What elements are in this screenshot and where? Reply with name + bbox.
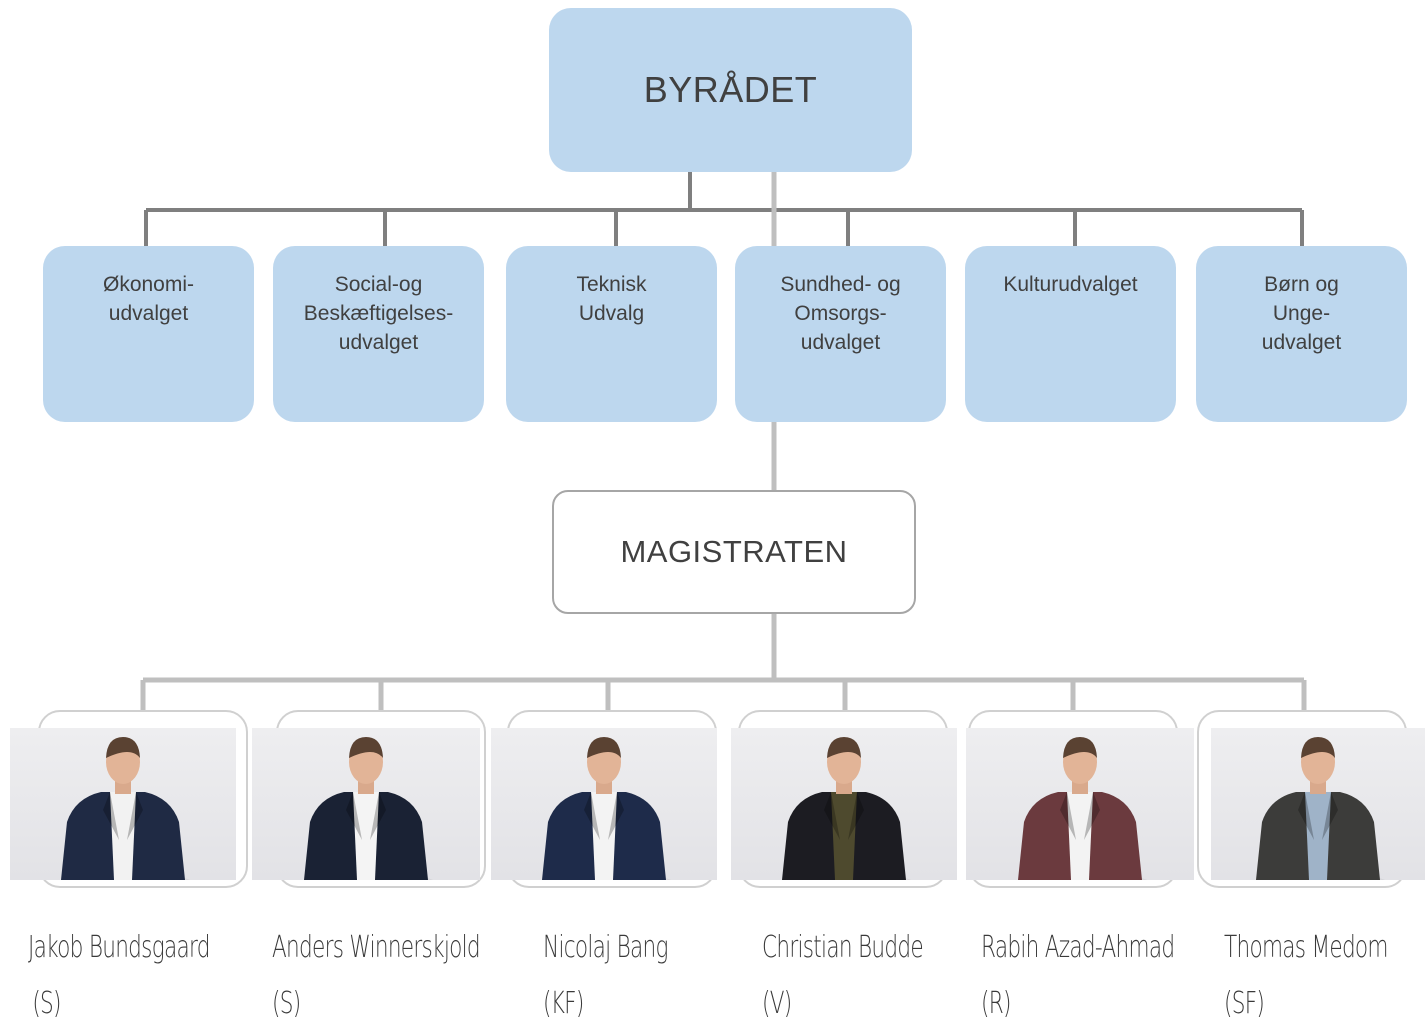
portrait-lapel [346, 792, 362, 840]
portrait-shirt [831, 792, 857, 880]
member-party: (V) [762, 986, 792, 1021]
portrait-lapel [584, 792, 600, 840]
byraadet-label: BYRÅDET [643, 69, 818, 110]
member-party: (SF) [1224, 986, 1265, 1021]
portrait-figure [304, 737, 434, 880]
committee-sundhed-omsorg: Sundhed- og Omsorgs- udvalget [735, 246, 946, 422]
portrait-hair [587, 737, 621, 758]
portrait-shirt [1067, 792, 1093, 880]
portrait-figure [782, 737, 912, 880]
member-party: (KF) [543, 986, 584, 1021]
member-name: Thomas Medom [1224, 930, 1388, 965]
committee-oekonomi: Økonomi- udvalget [43, 246, 254, 422]
committee-label: Kulturudvalget [1003, 273, 1138, 296]
member-photo-rabih-azad-ahmad [966, 728, 1194, 880]
member-name: Nicolaj Bang [543, 930, 668, 965]
portrait-shirt [1305, 792, 1331, 880]
upper-connectors [144, 172, 1304, 246]
lower-connectors [140, 172, 1307, 712]
committee-kultur: Kulturudvalget [965, 246, 1176, 422]
byraadet-node: BYRÅDET [549, 8, 912, 172]
member-caption: Anders Winnerskjold (S) [272, 920, 481, 1032]
committee-label: Social-og Beskæftigelses- udvalget [303, 273, 454, 354]
member-name: Jakob Bundsgaard [28, 930, 210, 965]
member-caption: Rabih Azad-Ahmad (R) [981, 920, 1175, 1032]
magistraten-label: MAGISTRATEN [620, 534, 848, 569]
portrait-shirt [110, 792, 136, 880]
portrait-shirt [353, 792, 379, 880]
committee-label: Børn og Unge- udvalget [1261, 273, 1342, 354]
portrait-lapel [824, 792, 840, 840]
committee-label: Økonomi- udvalget [102, 273, 195, 325]
portrait-neck [836, 780, 852, 794]
portrait-lapel [1084, 792, 1100, 840]
member-name: Rabih Azad-Ahmad [981, 930, 1175, 965]
portrait-figure [1256, 737, 1386, 880]
committee-social-beskaeftigelse: Social-og Beskæftigelses- udvalget [273, 246, 484, 422]
portrait-neck [115, 780, 131, 794]
member-photo-christian-budde [731, 728, 957, 880]
portrait-shirt [591, 792, 617, 880]
member-photo-anders-winnerskjold [252, 728, 480, 880]
member-photo-thomas-medom [1211, 728, 1425, 880]
member-name: Christian Budde [762, 930, 924, 965]
member-party: (R) [981, 986, 1011, 1021]
portrait-lapel [1060, 792, 1076, 840]
portrait-lapel [1298, 792, 1314, 840]
portrait-lapel [370, 792, 386, 840]
portrait-lapel [127, 792, 143, 840]
magistraten-node: MAGISTRATEN [552, 490, 916, 614]
portrait-lapel [1322, 792, 1338, 840]
portrait-hair [349, 737, 383, 758]
portrait-neck [596, 780, 612, 794]
portrait-neck [1310, 780, 1326, 794]
portrait-hair [106, 737, 140, 758]
committee-label: Sundhed- og Omsorgs- udvalget [780, 273, 901, 354]
committee-label: Teknisk Udvalg [576, 273, 647, 325]
member-caption: Thomas Medom (SF) [1224, 920, 1388, 1032]
member-caption: Christian Budde (V) [762, 920, 924, 1032]
committee-boern-unge: Børn og Unge- udvalget [1196, 246, 1407, 422]
member-party: (S) [32, 986, 61, 1021]
member-photo-jakob-bundsgaard [10, 728, 236, 880]
member-caption: Jakob Bundsgaard (S) [28, 920, 210, 1032]
portrait-hair [1301, 737, 1335, 758]
member-party: (S) [272, 986, 301, 1021]
portrait-lapel [103, 792, 119, 840]
portrait-lapel [608, 792, 624, 840]
committee-teknisk: Teknisk Udvalg [506, 246, 717, 422]
portrait-hair [1063, 737, 1097, 758]
portrait-hair [827, 737, 861, 758]
member-photo-nicolaj-bang [491, 728, 717, 880]
portrait-neck [358, 780, 374, 794]
portrait-figure [1018, 737, 1148, 880]
portrait-lapel [848, 792, 864, 840]
portrait-figure [61, 737, 191, 880]
portrait-figure [542, 737, 672, 880]
portrait-neck [1072, 780, 1088, 794]
member-caption: Nicolaj Bang (KF) [543, 920, 668, 1032]
member-name: Anders Winnerskjold [272, 930, 481, 965]
